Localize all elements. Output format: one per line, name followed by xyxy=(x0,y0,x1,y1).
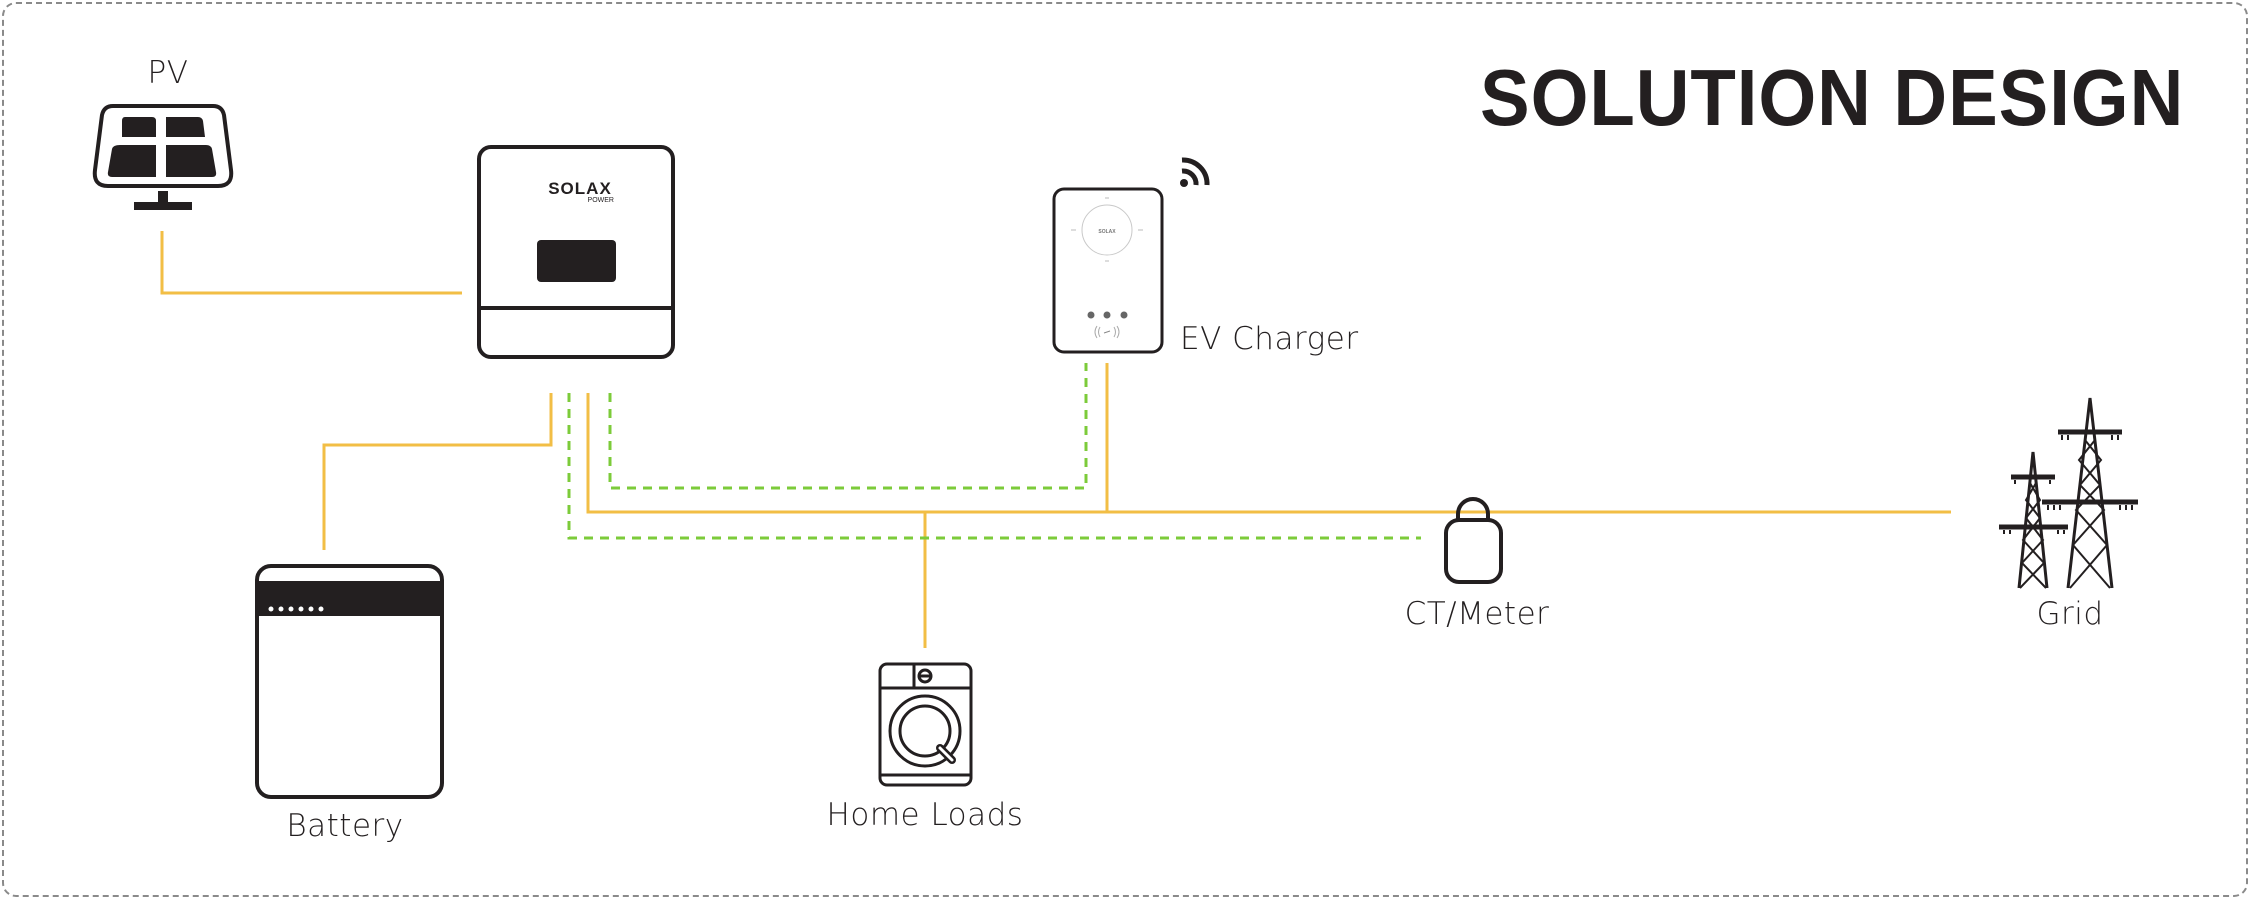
solar-panel-icon xyxy=(92,104,234,210)
inverter-to-ct-meter-comm-line xyxy=(567,393,1421,540)
inverter-to-battery-line xyxy=(322,393,553,550)
battery-label: Battery xyxy=(286,808,404,844)
page-title: SOLUTION DESIGN xyxy=(1479,53,2184,142)
ev-charger-icon: SOLAX xyxy=(1052,187,1164,354)
power-lines xyxy=(160,231,1951,648)
inverter-brand-logo: SOLAX xyxy=(548,179,612,198)
ct-meter-label: CT/Meter xyxy=(1404,596,1550,632)
home-loads-label: Home Loads xyxy=(826,797,1024,833)
power-tower-icon xyxy=(1999,397,2138,589)
pv-label: PV xyxy=(147,55,189,91)
inverter-to-ev-charger-comm-line xyxy=(608,363,1088,490)
ev-status-indicator-2 xyxy=(1103,311,1111,319)
washing-machine-icon xyxy=(878,662,973,787)
inverter-to-grid-line xyxy=(586,393,1951,514)
wifi-icon xyxy=(1180,157,1210,187)
ev-charger-label: EV Charger xyxy=(1180,321,1359,357)
inverter-sub-brand: POWER xyxy=(588,197,614,204)
communication-lines xyxy=(567,363,1421,540)
insulators xyxy=(2003,435,2133,534)
inverter-display xyxy=(537,240,616,282)
rfid-icon xyxy=(1094,325,1120,339)
inverter-icon: SOLAX POWER xyxy=(477,145,675,359)
battery-icon xyxy=(255,564,444,799)
pv-to-inverter-line xyxy=(160,231,462,295)
grid-label: Grid xyxy=(2036,596,2104,632)
ev-charger-brand-logo: SOLAX xyxy=(1098,229,1116,235)
battery-level-dots xyxy=(268,606,324,612)
ev-status-indicator-3 xyxy=(1120,311,1128,319)
ev-status-indicator-1 xyxy=(1087,311,1095,319)
ct-clamp-icon xyxy=(1444,497,1503,584)
